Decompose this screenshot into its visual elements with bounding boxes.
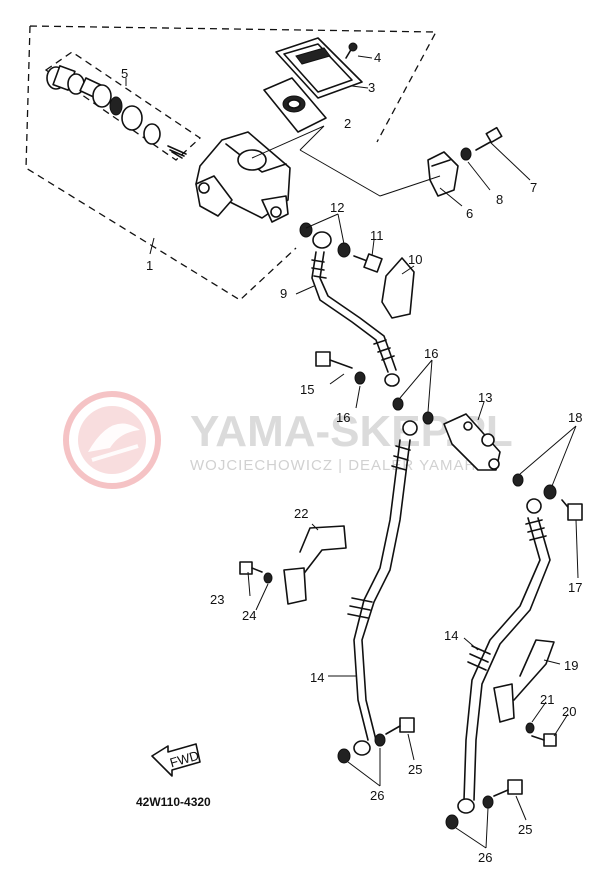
watermark: YAMA-SKEP.PL WOJCIECHOWICZ | DEALER YAMA… (63, 391, 513, 489)
callout-14a: 14 (310, 670, 324, 685)
callout-9: 9 (280, 286, 287, 301)
cylinder-kit-boundary (44, 51, 202, 161)
hose-guide-22 (283, 525, 347, 605)
leader-lines (125, 55, 579, 849)
callout-25b: 25 (518, 822, 532, 837)
bolt-7 (475, 126, 503, 151)
callout-26a: 26 (370, 788, 384, 803)
bolt-cap-10 (381, 257, 415, 319)
reference-code: 42W110-4320 (136, 795, 211, 809)
callout-6: 6 (466, 206, 473, 221)
washer-24 (263, 572, 273, 584)
brake-hose-14-right (457, 498, 551, 814)
fwd-arrow-icon: FWD (151, 743, 201, 777)
callout-22: 22 (294, 506, 308, 521)
lower-fittings-right (445, 779, 523, 830)
callout-1: 1 (146, 258, 153, 273)
cap-screw (345, 42, 358, 59)
callout-8: 8 (496, 192, 503, 207)
diaphragm (263, 77, 327, 133)
watermark-subtitle: WOJCIECHOWICZ | DEALER YAMAHA (190, 457, 487, 474)
bolt-23 (239, 561, 263, 575)
callout-24: 24 (242, 608, 256, 623)
callout-23: 23 (210, 592, 224, 607)
callout-12: 12 (330, 200, 344, 215)
callout-13: 13 (478, 390, 492, 405)
callout-19: 19 (564, 658, 578, 673)
callout-15: 15 (300, 382, 314, 397)
callout-7: 7 (530, 180, 537, 195)
bolt-20 (531, 733, 557, 747)
callout-14b: 14 (444, 628, 458, 643)
union-bolt-17 (561, 499, 583, 521)
watermark-logo-icon (63, 391, 161, 489)
callout-18: 18 (568, 410, 582, 425)
hose-guide-19 (493, 639, 555, 723)
washer-21 (525, 722, 535, 734)
lower-fittings-left (337, 717, 415, 764)
callout-20: 20 (562, 704, 576, 719)
callout-2: 2 (344, 116, 351, 131)
brake-hose-14-left (347, 420, 418, 756)
brake-joint-13 (443, 413, 501, 471)
union-bolt-15 (315, 351, 353, 369)
callout-25a: 25 (408, 762, 422, 777)
callout-5: 5 (121, 66, 128, 81)
callout-4: 4 (374, 50, 381, 65)
callout-3: 3 (368, 80, 375, 95)
master-cylinder-assembly-boundary (25, 25, 438, 301)
callout-11: 11 (370, 228, 384, 243)
callout-26b: 26 (478, 850, 492, 865)
callout-16b: 16 (424, 346, 438, 361)
master-cylinder-body (195, 131, 291, 223)
brake-hose-9 (311, 231, 400, 387)
union-bolt-11 (353, 253, 383, 273)
reservoir-cap (275, 37, 363, 99)
master-cylinder-holder (427, 151, 459, 197)
callouts: 1 2 3 4 5 6 7 8 9 10 11 12 13 14 14 15 1… (121, 50, 582, 865)
callout-21: 21 (540, 692, 554, 707)
washers-18 (512, 473, 557, 500)
callout-10: 10 (408, 252, 422, 267)
callout-17: 17 (568, 580, 582, 595)
washer-8 (460, 147, 472, 161)
callout-16a: 16 (336, 410, 350, 425)
cylinder-kit-parts (46, 65, 187, 159)
